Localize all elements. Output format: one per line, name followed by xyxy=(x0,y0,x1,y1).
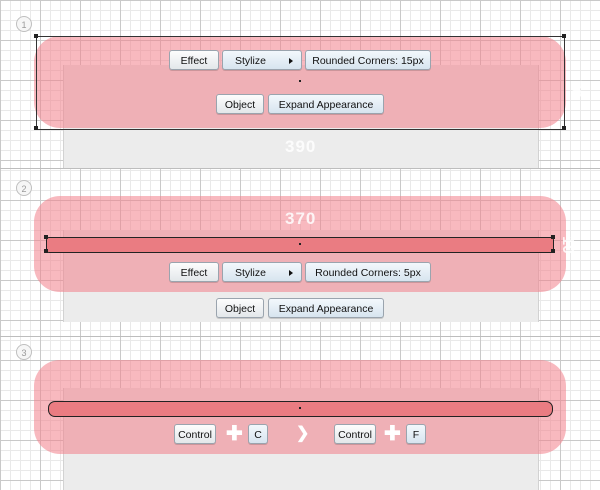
section-divider xyxy=(0,336,600,337)
section-divider xyxy=(0,168,600,169)
effect-menu-button[interactable]: Effect xyxy=(169,262,219,282)
key-control: Control xyxy=(174,424,216,444)
selection-bounding-box xyxy=(36,36,565,130)
rounded-corners-button[interactable]: Rounded Corners: 5px xyxy=(305,262,431,282)
expand-appearance-button[interactable]: Expand Appearance xyxy=(268,298,384,318)
object-menu-button[interactable]: Object xyxy=(216,298,264,318)
key-c: C xyxy=(248,424,268,444)
object-menu-button[interactable]: Object xyxy=(216,94,264,114)
center-point xyxy=(299,80,301,82)
anchor-point xyxy=(44,249,48,253)
plus-icon: ✚ xyxy=(384,423,401,445)
chevron-right-icon: ❯ xyxy=(296,425,310,442)
anchor-point xyxy=(551,249,555,253)
anchor-point xyxy=(34,34,38,38)
effect-menu-button[interactable]: Effect xyxy=(169,50,219,70)
step-number-badge: 3 xyxy=(16,344,32,360)
center-point xyxy=(299,243,301,245)
expand-appearance-button[interactable]: Expand Appearance xyxy=(268,94,384,114)
height-label: 70 xyxy=(566,80,584,98)
thin-rounded-bar xyxy=(48,401,553,417)
plus-icon: ✚ xyxy=(226,423,243,445)
key-f: F xyxy=(406,424,426,444)
step-number-badge: 1 xyxy=(16,16,32,32)
center-point xyxy=(299,407,301,409)
anchor-point xyxy=(562,34,566,38)
stylize-label: Stylize xyxy=(235,55,266,67)
thin-rounded-bar xyxy=(46,237,554,253)
stylize-menu-button[interactable]: Stylize xyxy=(222,262,302,282)
anchor-point xyxy=(562,126,566,130)
anchor-point xyxy=(551,235,555,239)
step-number-badge: 2 xyxy=(16,180,32,196)
anchor-point xyxy=(34,126,38,130)
submenu-arrow-icon xyxy=(289,58,293,64)
rounded-corners-button[interactable]: Rounded Corners: 15px xyxy=(305,50,431,70)
stylize-label: Stylize xyxy=(235,267,266,279)
anchor-point xyxy=(44,235,48,239)
submenu-arrow-icon xyxy=(289,270,293,276)
key-control: Control xyxy=(334,424,376,444)
height-label: 10 xyxy=(558,236,576,254)
stylize-menu-button[interactable]: Stylize xyxy=(222,50,302,70)
width-label: 370 xyxy=(285,209,317,228)
width-label: 390 xyxy=(285,137,317,156)
